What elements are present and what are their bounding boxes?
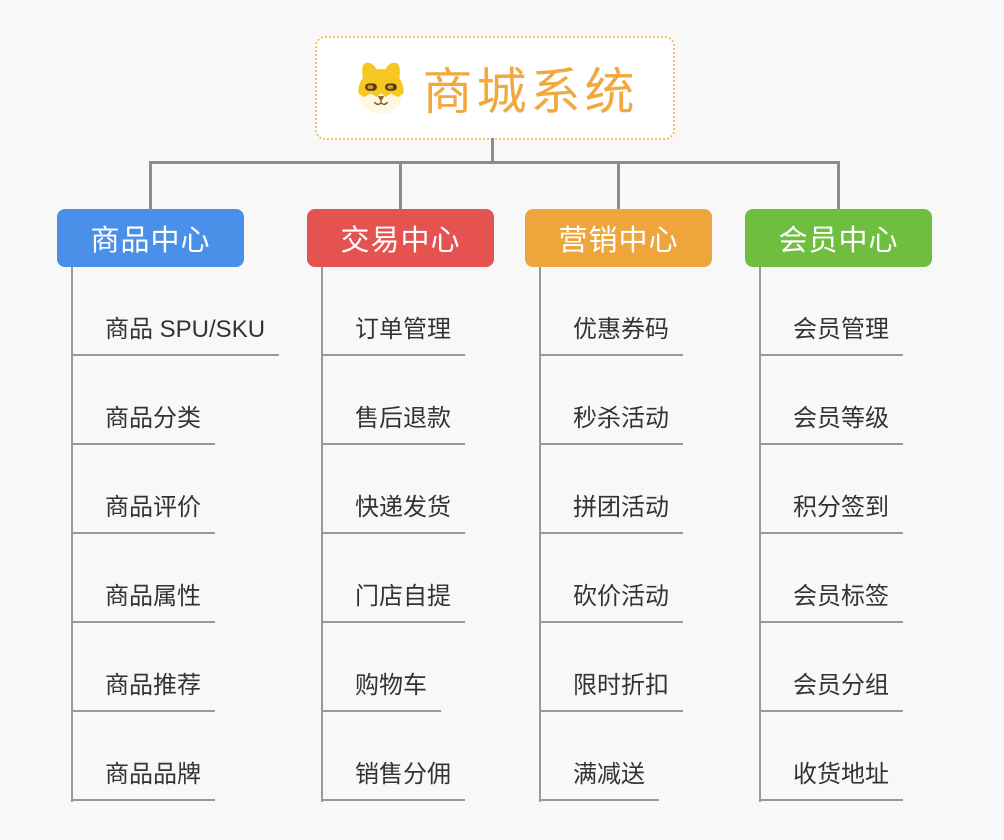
connector-spine	[539, 267, 541, 802]
connector-spine	[321, 267, 323, 802]
leaf-node[interactable]: 商品属性	[71, 582, 215, 623]
leaf-node[interactable]: 商品评价	[71, 493, 215, 534]
leaf-node[interactable]: 收货地址	[759, 760, 903, 801]
connector-branch-drop	[149, 161, 152, 209]
leaf-node[interactable]: 商品推荐	[71, 671, 215, 712]
leaf-node[interactable]: 商品分类	[71, 404, 215, 445]
branch-column: 交易中心 订单管理售后退款快递发货门店自提购物车销售分佣	[307, 161, 567, 819]
leaf-node[interactable]: 秒杀活动	[539, 404, 683, 445]
branch-node[interactable]: 商品中心	[57, 209, 244, 267]
connector-branch-drop	[399, 161, 402, 209]
leaf-node[interactable]: 会员等级	[759, 404, 903, 445]
branch-node[interactable]: 营销中心	[525, 209, 712, 267]
leaf-node[interactable]: 订单管理	[321, 315, 465, 356]
leaf-node[interactable]: 优惠券码	[539, 315, 683, 356]
leaf-node[interactable]: 销售分佣	[321, 760, 465, 801]
leaf-node[interactable]: 拼团活动	[539, 493, 683, 534]
root-label: 商城系统	[422, 64, 639, 120]
branch-node[interactable]: 会员中心	[745, 209, 932, 267]
leaf-node[interactable]: 商品品牌	[71, 760, 215, 801]
leaf-node[interactable]: 快递发货	[321, 493, 465, 534]
connector-horizontal	[149, 161, 840, 164]
root-node[interactable]: 商城系统	[315, 36, 675, 140]
dog-face-icon	[352, 59, 410, 117]
leaf-node[interactable]: 门店自提	[321, 582, 465, 623]
leaf-node[interactable]: 会员管理	[759, 315, 903, 356]
leaf-node[interactable]: 会员标签	[759, 582, 903, 623]
leaf-node[interactable]: 满减送	[539, 760, 659, 801]
leaf-node[interactable]: 限时折扣	[539, 671, 683, 712]
leaf-node[interactable]: 积分签到	[759, 493, 903, 534]
leaf-node[interactable]: 售后退款	[321, 404, 465, 445]
branch-column: 会员中心 会员管理会员等级积分签到会员标签会员分组收货地址	[745, 161, 1004, 819]
connector-root-drop	[491, 138, 494, 164]
leaf-node[interactable]: 砍价活动	[539, 582, 683, 623]
branch-column: 商品中心 商品 SPU/SKU 商品分类商品评价商品属性商品推荐商品品牌	[57, 161, 317, 819]
leaf-node[interactable]: 会员分组	[759, 671, 903, 712]
connector-branch-drop	[837, 161, 840, 209]
connector-spine	[759, 267, 761, 802]
connector-spine	[71, 267, 73, 802]
branch-column: 营销中心 优惠券码秒杀活动拼团活动砍价活动限时折扣满减送	[525, 161, 785, 819]
branch-node[interactable]: 交易中心	[307, 209, 494, 267]
connector-branch-drop	[617, 161, 620, 209]
leaf-node[interactable]: 商品 SPU/SKU	[71, 315, 280, 356]
leaf-node[interactable]: 购物车	[321, 671, 441, 712]
